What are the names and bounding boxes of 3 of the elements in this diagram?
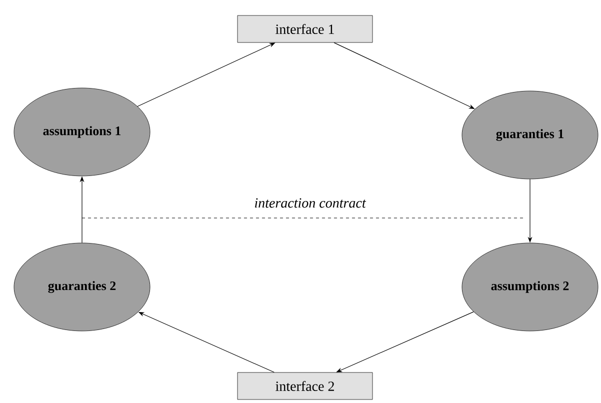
- contract-label: interaction contract: [255, 198, 366, 208]
- interface-box: interface 1: [237, 15, 373, 43]
- interface-box: interface 2: [237, 372, 373, 400]
